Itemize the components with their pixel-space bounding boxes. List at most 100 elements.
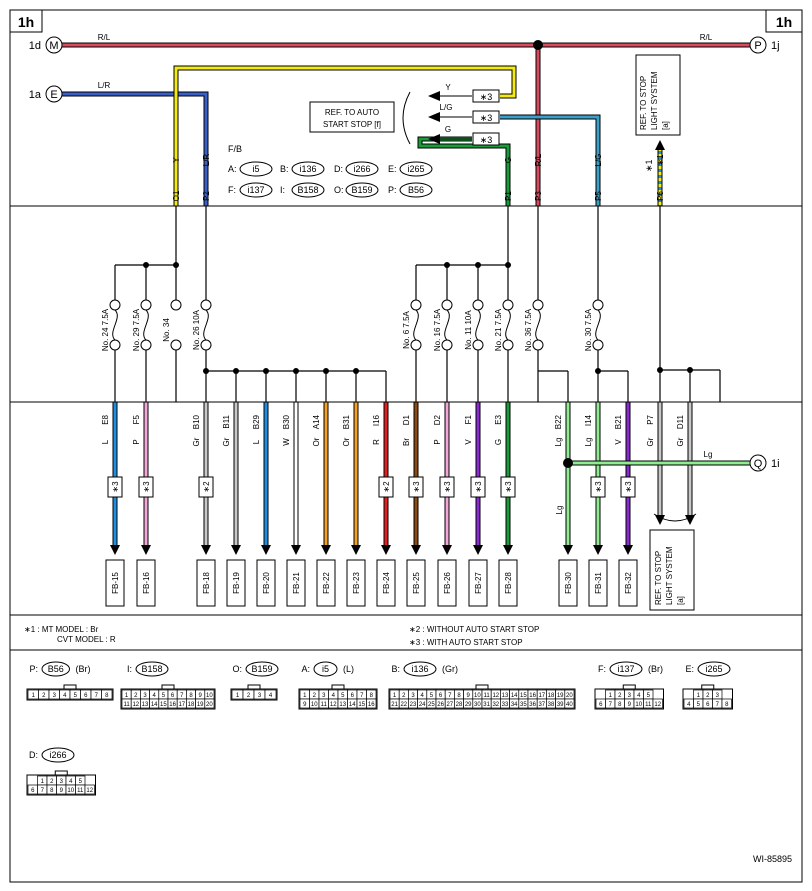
upper-pin-4: P5 [594,191,603,201]
fuse-bottom-4 [410,339,422,351]
terminal-1d [45,36,63,54]
pin-label-4-0-19: 20 [566,693,573,699]
output-pin-A14: A14 [312,414,321,429]
pin-label-1-0-6: 7 [180,693,184,699]
star-label-B10: ∗2 [202,481,211,493]
connector-name-0: B56 [48,664,64,674]
output-color-P7: Gr [646,437,655,446]
output-color-B31: Or [342,437,351,446]
upper-pin-1: P2 [202,191,211,201]
fb-legend-key-0: A: [228,164,237,174]
wire-label-lg-2: Lg [555,506,564,515]
arrow-left-0 [428,91,440,101]
output-color-D11: Gr [676,437,685,446]
fuse-label-1: No. 29 7.5A [132,308,141,351]
output-pin-B30: B30 [282,414,291,429]
pin-label-4-0-6: 7 [448,693,452,699]
pin-label-3-0-2: 3 [322,693,326,699]
ref-box-2-line1: REF. TO STOP [639,76,648,130]
pin-label-3-1-6: 15 [358,702,365,708]
wire-g [418,137,510,206]
star-box-D2 [439,476,455,498]
fb-legend-key-2: D: [334,164,343,174]
star-box-F1 [470,476,486,498]
connector-ellipse-5 [609,661,643,677]
pin-label-0-0-7: 8 [105,693,109,699]
pin-label-5-0-4: 5 [647,693,651,699]
ref-box-1-line1: REF. TO AUTO [325,108,379,117]
pin-label-1-0-1: 2 [134,693,138,699]
pin-label-5-1-5: 11 [645,702,652,708]
fuse-bottom-6 [472,339,484,351]
output-pin-D2: D2 [433,414,442,425]
connector-latch-5 [622,684,636,690]
pin-label-0-0-3: 4 [63,693,67,699]
upper-pin-color-3: R/L [534,153,543,166]
fb-box-FB-20 [256,559,276,607]
junction-30 [595,368,601,374]
pin-label-7-1-6: 12 [86,788,93,794]
wire-l-r [62,92,208,206]
pin-label-4-0-1: 2 [402,693,406,699]
fb-label-FB-21: FB-21 [292,572,301,594]
terminal-letter-1j: P [754,40,761,52]
pin-label-5-1-4: 10 [635,702,642,708]
output-pin-P7: P7 [646,414,655,424]
fb-label-FB-27: FB-27 [474,572,483,594]
arrow-up-p6 [655,140,665,150]
pin-cell-7-1-6 [84,784,95,795]
connector-latch-7 [54,770,68,776]
pin-label-1-1-6: 17 [178,702,185,708]
pin-label-0-0-0: 1 [32,693,36,699]
upper-pin-color-5: ∗1 [656,154,665,166]
fb-legend-key-5: I: [280,185,285,195]
connector-suffix-5: (Br) [648,664,663,674]
pin-label-4-1-9: 30 [474,702,481,708]
fb-legend-val-4: i137 [247,185,264,195]
star-box-I14 [590,476,606,498]
connector-ellipse-2 [245,661,279,677]
pin-label-1-0-5: 6 [171,693,175,699]
connector-name-5: i137 [617,664,634,674]
connector-name-6: i265 [705,664,722,674]
pin-label-4-1-2: 23 [410,702,417,708]
note-1b: CVT MODEL : R [57,635,116,644]
fuse-label-0: No. 24 7.5A [101,308,110,351]
output-color-B11: Gr [222,437,231,446]
output-arrow-I14 [593,545,603,555]
pin-label-5-1-6: 12 [654,702,661,708]
wire-l-g [500,115,600,206]
fuse-bottom-2 [170,339,182,351]
wire-label-r-l-1: R/L [98,33,111,42]
fuse-link-3 [203,309,209,341]
upper-pin-color-1: L/R [202,154,211,167]
fb-box-FB-31 [588,559,608,607]
pin-label-4-1-12: 33 [502,702,509,708]
fuse-top-4 [410,299,422,311]
ref-box-auto-start-stop [309,101,395,133]
wire-label-r-l-2: R/L [700,33,713,42]
pin-label-4-1-7: 28 [456,702,463,708]
fb-legend-key-6: O: [334,185,344,195]
fb-box-FB-28 [498,559,518,607]
pin-label-4-0-16: 17 [538,693,545,699]
pin-label-1-1-9: 20 [206,702,213,708]
fuse-top-8 [532,299,544,311]
output-color-E3: G [494,439,503,445]
static-layer [9,9,803,883]
pin-label-2-0-0: 1 [236,693,240,699]
output-arrow-D11 [685,515,695,525]
star1-label-p6: ∗1 [644,159,654,172]
fb-label-FB-28: FB-28 [504,572,513,594]
pin-label-0-0-5: 6 [84,693,88,699]
output-arrow-B30 [291,545,301,555]
pin-label-4-1-17: 38 [548,702,555,708]
pin-cell-4-1-19 [564,698,575,709]
pin-label-2-0-3: 4 [269,693,273,699]
pin-label-4-0-8: 9 [467,693,471,699]
star-label-F1: ∗3 [474,481,483,493]
connector-suffix-4: (Gr) [442,664,458,674]
connector-latch-3 [331,684,345,690]
ref-bracket-top [402,91,411,145]
